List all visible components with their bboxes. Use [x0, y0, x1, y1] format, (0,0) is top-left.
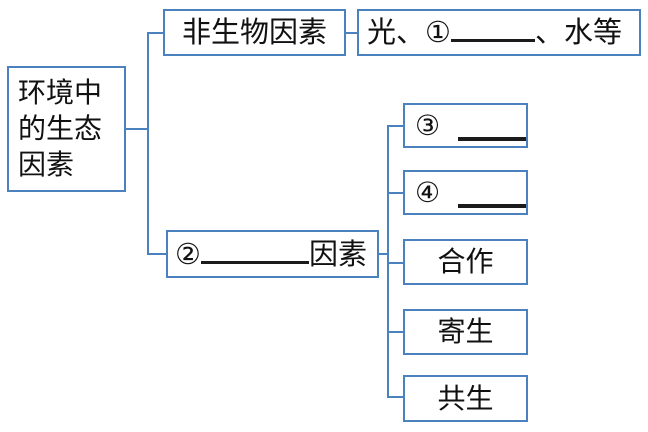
- connector-root-stem: [126, 128, 149, 130]
- biotic-prefix: ②: [175, 236, 201, 271]
- connector-biotic-to-relation-cooperation: [387, 262, 404, 264]
- connector-biotic-to-relation-symbiosis: [387, 396, 404, 398]
- node-root-label: 环境中的生态因素: [18, 76, 103, 181]
- node-relation-3-marker: ③: [415, 108, 441, 142]
- node-relation-symbiosis[interactable]: 共生: [403, 375, 528, 422]
- connector-biotic-to-relation-3: [387, 125, 404, 127]
- abiotic-detail-blank-1[interactable]: [451, 15, 535, 42]
- connector-root-to-abiotic: [147, 32, 165, 34]
- connector-biotic-to-relation-parasitism: [387, 331, 404, 333]
- node-relation-parasitism-label: 寄生: [437, 315, 494, 349]
- connector-biotic-to-relation-4: [387, 192, 404, 194]
- node-relation-3[interactable]: ③: [403, 103, 528, 148]
- abiotic-detail-prefix: 光、①: [367, 14, 451, 49]
- node-abiotic-detail[interactable]: 光、① 、水等: [357, 9, 641, 56]
- relation-3-blank[interactable]: [458, 137, 526, 141]
- node-biotic[interactable]: ② 因素: [166, 230, 379, 278]
- node-root[interactable]: 环境中的生态因素: [7, 66, 126, 192]
- node-relation-symbiosis-label: 共生: [437, 381, 494, 415]
- node-relation-4[interactable]: ④: [403, 170, 528, 215]
- node-biotic-label: ② 因素: [175, 235, 377, 273]
- connector-root-to-biotic: [147, 253, 168, 255]
- node-relation-cooperation-label: 合作: [437, 245, 494, 279]
- node-relation-cooperation[interactable]: 合作: [403, 239, 528, 285]
- connector-biotic-stem: [378, 253, 389, 255]
- node-abiotic-label: 非生物因素: [181, 14, 327, 49]
- abiotic-detail-suffix: 、水等: [535, 14, 623, 49]
- connector-biotic-trunk: [387, 125, 389, 397]
- node-relation-parasitism[interactable]: 寄生: [403, 309, 528, 355]
- node-relation-4-marker: ④: [415, 175, 441, 209]
- biotic-suffix: 因素: [309, 236, 368, 271]
- biotic-blank-2[interactable]: [201, 235, 309, 264]
- node-abiotic[interactable]: 非生物因素: [163, 9, 346, 56]
- connector-abiotic-to-detail: [345, 32, 358, 34]
- connector-root-trunk: [147, 32, 149, 254]
- relation-4-blank[interactable]: [458, 204, 526, 208]
- node-abiotic-detail-label: 光、① 、水等: [367, 14, 639, 51]
